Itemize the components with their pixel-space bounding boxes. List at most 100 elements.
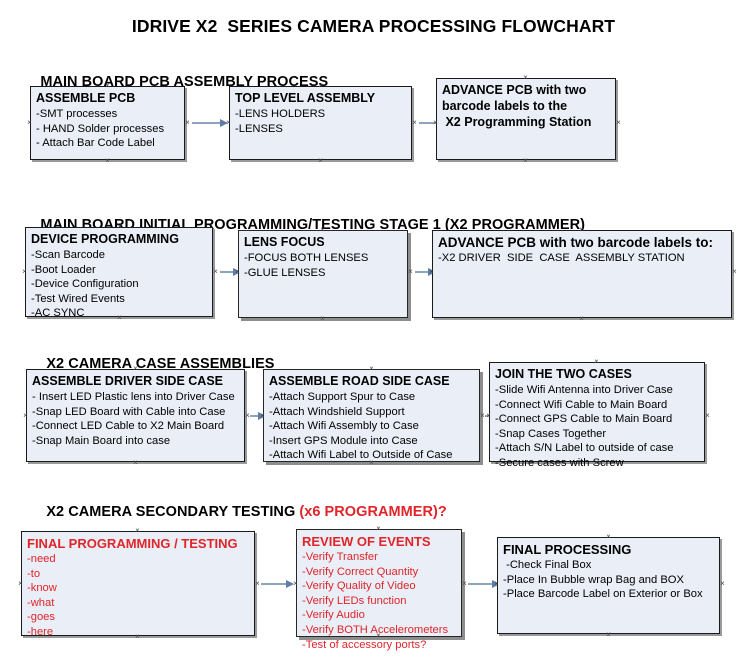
connection-handle[interactable] [104,82,111,89]
flow-box-line: -X2 DRIVER SIDE CASE ASSEMBLY STATION [438,252,685,264]
connection-handle[interactable] [411,119,418,126]
connection-handle[interactable] [368,365,375,372]
flow-box-line: -Attach Wifi Assembly to Case [269,420,419,433]
connection-handle[interactable] [319,315,326,322]
flow-box-advance-pcb-to-x2-programming-station[interactable]: ADVANCE PCB with two barcode labels to t… [436,78,616,160]
flow-box-line: -Verify Correct Quantity [302,565,419,578]
connection-handle[interactable] [407,268,414,275]
connection-handle[interactable] [375,525,382,532]
flow-box-final-programming-testing[interactable]: FINAL PROGRAMMING / TESTING -need -to -k… [21,531,255,638]
flow-box-line: -FOCUS BOTH LENSES [244,252,369,264]
flow-box-line: -Scan Barcode [31,249,106,261]
flow-box-line: -goes [27,611,55,624]
connection-handle[interactable] [184,119,191,126]
flow-box-advance-pcb-to-driver-side-case[interactable]: ADVANCE PCB with two barcode labels to: … [432,230,732,318]
connection-handle[interactable] [593,358,600,365]
flow-box-line: -Connect LED Cable to X2 Main Board [32,420,225,433]
flow-box-title: LENS FOCUS [244,235,325,249]
flow-box-line: -know [27,582,57,595]
flow-box-lens-focus[interactable]: LENS FOCUS -FOCUS BOTH LENSES -GLUE LENS… [238,230,408,318]
flow-box-device-programming[interactable]: DEVICE PROGRAMMING -Scan Barcode -Boot L… [25,227,213,319]
connection-handle[interactable] [428,268,435,275]
flow-box-line: -Boot Loader [31,263,96,276]
flow-box-line: -LENS HOLDERS [235,108,326,120]
flow-box-line: -Device Configuration [31,278,139,291]
flow-box-line: -AC SYNC [31,307,85,320]
connection-handle[interactable] [522,74,529,81]
connection-handle[interactable] [22,412,29,419]
connection-handle[interactable] [134,527,141,534]
section-heading-suffix: (x6 PROGRAMMER)? [299,504,447,520]
flow-box-assemble-driver-side-case[interactable]: ASSEMBLE DRIVER SIDE CASE - Insert LED P… [26,369,245,462]
flow-box-title: TOP LEVEL ASSEMBLY [235,91,376,105]
flow-box-line: - Insert LED Plastic lens into Driver Ca… [32,391,235,403]
connection-handle[interactable] [593,459,600,466]
connection-handle[interactable] [317,157,324,164]
flow-box-line: -Check Final Box [503,559,592,571]
flow-box-line: -Snap Main Board into case [32,434,171,447]
connector-line [192,122,221,124]
section-heading-x2-camera-case-assemblies: X2 CAMERA CASE ASSEMBLIES [30,340,275,388]
connection-handle[interactable] [317,82,324,89]
connection-handle[interactable] [104,157,111,164]
connection-handle[interactable] [485,412,492,419]
flow-box-line: -Connect Wifi Cable to Main Board [495,398,668,411]
connection-handle[interactable] [522,157,529,164]
flow-box-line: -SMT processes [36,108,118,120]
connection-handle[interactable] [719,580,726,587]
connection-handle[interactable] [432,119,439,126]
connection-handle[interactable] [116,314,123,321]
connection-handle[interactable] [605,533,612,540]
flow-box-title: ASSEMBLE DRIVER SIDE CASE [32,374,224,388]
connector-arrow-icon [286,580,294,588]
flow-box-final-processing[interactable]: FINAL PROCESSING -Check Final Box -Place… [497,537,720,634]
connection-handle[interactable] [234,268,241,275]
flow-box-line: -to [27,567,41,580]
connection-handle[interactable] [292,580,299,587]
connection-handle[interactable] [254,580,261,587]
connection-handle[interactable] [132,365,139,372]
flow-box-line: -Snap Cases Together [495,427,607,440]
connection-handle[interactable] [225,119,232,126]
connection-handle[interactable] [461,580,468,587]
flow-box-title: JOIN THE TWO CASES [495,367,632,381]
flow-box-review-of-events[interactable]: REVIEW OF EVENTS -Verify Transfer -Verif… [296,529,462,651]
connection-handle[interactable] [731,268,738,275]
flow-box-top-level-assembly[interactable]: TOP LEVEL ASSEMBLY -LENS HOLDERS -LENSES [229,86,412,160]
connection-handle[interactable] [375,632,382,639]
section-heading-text: X2 CAMERA SECONDARY TESTING [46,504,300,520]
connection-handle[interactable] [578,226,585,233]
connection-handle[interactable] [615,119,622,126]
connection-handle[interactable] [368,459,375,466]
flow-box-assemble-pcb[interactable]: ASSEMBLE PCB -SMT processes - HAND Solde… [30,86,185,160]
connection-handle[interactable] [578,315,585,322]
flow-box-line: -Secure cases with Screw [495,456,624,469]
flow-box-title: ASSEMBLE PCB [36,91,136,105]
connection-handle[interactable] [605,631,612,638]
flow-box-title: REVIEW OF EVENTS [302,534,431,549]
flow-box-title-line3: X2 Programming Station [442,115,592,129]
flow-box-title-line2: barcode labels to the [442,99,568,113]
flow-box-line: -here [27,625,54,638]
connection-handle[interactable] [212,268,219,275]
flow-box-join-the-two-cases[interactable]: JOIN THE TWO CASES -Slide Wifi Antenna i… [489,362,705,469]
connector-line [468,583,493,585]
connection-handle[interactable] [21,268,28,275]
connection-handle[interactable] [134,633,141,640]
connection-handle[interactable] [26,119,33,126]
connection-handle[interactable] [17,580,24,587]
flow-box-assemble-road-side-case[interactable]: ASSEMBLE ROAD SIDE CASE -Attach Support … [263,369,480,462]
flow-box-line: - Attach Bar Code Label [36,137,155,150]
connection-handle[interactable] [319,226,326,233]
connector-arrow-icon [220,119,228,127]
flow-box-line: -Connect GPS Cable to Main Board [495,413,673,426]
connection-handle[interactable] [493,580,500,587]
flow-box-line: -Attach Wifi Label to Outside of Case [269,449,453,462]
flow-box-line: -Verify Audio [302,609,365,622]
section-heading-x2-camera-secondary-testing: X2 CAMERA SECONDARY TESTING (x6 PROGRAMM… [30,488,447,536]
connection-handle[interactable] [132,459,139,466]
connection-handle[interactable] [259,412,266,419]
connection-handle[interactable] [116,223,123,230]
connection-handle[interactable] [704,412,711,419]
